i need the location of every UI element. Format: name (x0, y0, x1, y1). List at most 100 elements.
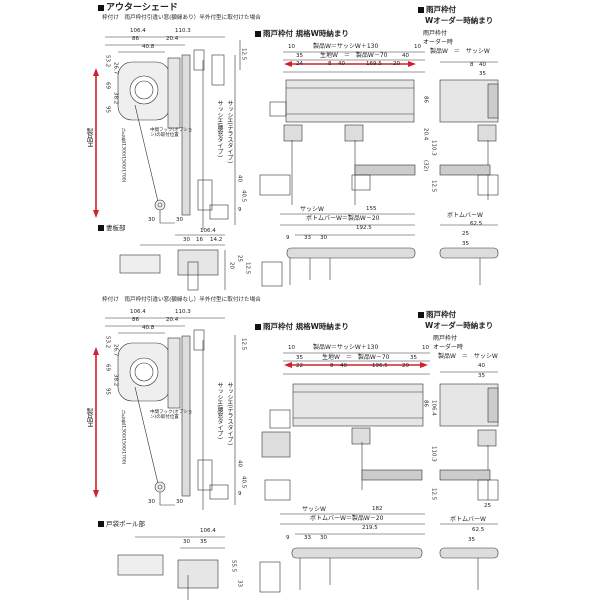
sash-h-koshi: サッシH(腰窓タイプ) (216, 100, 223, 158)
bl-dim-106-4: 106.4 (130, 309, 146, 315)
sash-h-terrace: サッシH(テラスタイプ) (226, 100, 233, 164)
dim-top-95: 95 (104, 106, 111, 113)
tb-dim-106-4: 106.4 (200, 528, 216, 534)
br-dim-62-5: 62.5 (472, 527, 485, 533)
bl-dim-12-5: 12.5 (240, 338, 247, 351)
bl-dim-95: 95 (104, 388, 111, 395)
bottom-mid-bottom-bar: ボトムバーW＝製品W－20 (310, 515, 384, 522)
bl-dim-110-3: 110.3 (175, 309, 191, 315)
tm-dim-40: 40 (338, 61, 345, 67)
sash-h-koshi-bottom: サッシH(腰窓タイプ) (216, 382, 223, 440)
bottom-left-section-drawing (105, 317, 236, 510)
kamachi-dim-12-5: 12.5 (244, 262, 251, 275)
dim-top-20-4: 20.4 (166, 36, 179, 42)
dim-top-106-4: 106.4 (130, 28, 146, 34)
tm-dim-155: 155 (366, 206, 377, 212)
tr-dim-35b: 35 (462, 241, 469, 247)
dim-top-9: 9 (238, 207, 242, 213)
tm-dim-9: 9 (286, 235, 290, 241)
bm-dim-22: 22 (296, 363, 303, 369)
bottom-mid-product-w: 製品W＝サッシW＋130 (313, 344, 379, 351)
tr-dim-110-3: 110.3 (430, 140, 437, 156)
mount-note-top: 枠付け 雨戸枠付引違い窓(額縁あり）半外付型に取付けた場合 (102, 15, 261, 21)
kamachi-dim-30: 30 (183, 237, 190, 243)
br-dim-25: 25 (484, 503, 491, 509)
bl-dim-40: 40 (236, 460, 243, 467)
tm-dim-169-5: 169.5 (366, 61, 382, 67)
top-mid-drawing (259, 51, 425, 287)
section-title: アウターシェード (98, 4, 178, 13)
tm-dim-192-5: 192.5 (356, 225, 372, 231)
dim-top-53-2: 53.2 (104, 55, 111, 68)
hook-note: 中間フック(オプション)の取付位置 (150, 128, 193, 139)
top-mid-gen-w: 生地W ＝ 製品W－70 (320, 52, 388, 59)
br-dim-40: 40 (478, 363, 485, 369)
br-dim-106-4: 106.4 (430, 400, 437, 416)
tm-dim-10b: 10 (414, 44, 421, 50)
sash-h-terrace-bottom: サッシH(テラスタイプ) (226, 382, 233, 446)
tobukuro-drawing (117, 536, 225, 600)
bm-dim-9: 9 (286, 535, 290, 541)
bottom-mid-title: 雨戸枠付 規格W時納まり (255, 323, 349, 331)
product-h-label: 製品H (86, 128, 94, 148)
tm-dim-30: 30 (320, 235, 327, 241)
bm-dim-219-5: 219.5 (362, 525, 378, 531)
kamachi-dim-16: 16 (196, 237, 203, 243)
bl-dim-30a: 30 (148, 499, 155, 505)
tm-dim-35: 35 (296, 53, 303, 59)
bottom-right-note1: 雨戸枠付 (433, 335, 458, 342)
bottom-mid-sash-w: サッシW (302, 506, 326, 513)
dim-top-26-7: 26.7 (112, 62, 119, 75)
red-arrows (93, 61, 428, 498)
top-right-title2: Wオーダー時納まり (425, 16, 494, 25)
tm-dim-40b: 40 (402, 53, 409, 59)
tm-dim-20: 20 (393, 61, 400, 67)
bm-dim-35: 35 (296, 355, 303, 361)
tr-dim-8: 8 (470, 62, 474, 68)
kamachi-dim-14-2: 14.2 (210, 237, 223, 243)
top-mid-bottom-bar: ボトムバーW＝製品W－20 (306, 215, 380, 222)
bl-dim-40-8: 40.8 (142, 325, 155, 331)
product-h-label-bottom: 製品H (86, 408, 94, 428)
bl-dim-26-7: 26.7 (112, 344, 119, 357)
bl-dim-30b: 30 (176, 499, 183, 505)
kamachi-dim-106-4: 106.4 (200, 228, 216, 234)
mount-note-bottom: 枠付け 雨戸枠付引違い窓(額縁なし）半外付型に取付けた場合 (102, 297, 261, 303)
bottom-right-title2: Wオーダー時納まり (425, 321, 494, 330)
dim-top-30a: 30 (148, 217, 155, 223)
br-dim-35: 35 (478, 373, 485, 379)
dim-top-40-8: 40.8 (142, 44, 155, 50)
tr-dim-35: 35 (479, 71, 486, 77)
top-right-note2: オーダー時 (423, 39, 454, 46)
top-right-bottom-bar: ボトムバーW (447, 212, 483, 219)
bm-dim-30: 30 (320, 535, 327, 541)
bl-dim-86: 86 (132, 317, 139, 323)
bl-dim-20-4: 20.4 (166, 317, 179, 323)
top-left-section-drawing (105, 36, 241, 230)
bm-dim-10b: 10 (422, 345, 429, 351)
dim-top-40-5: 40.5 (240, 190, 247, 203)
tr-dim-86: 86 (422, 96, 429, 103)
bottom-right-note3: 製品W ＝ サッシW (438, 353, 498, 360)
kamachi-dim-25: 25 (236, 255, 243, 262)
dim-top-38-2: 38.2 (112, 92, 119, 105)
tm-dim-10a: 10 (288, 44, 295, 50)
bm-dim-8: 8 (330, 363, 334, 369)
tb-dim-55-5: 55.5 (230, 560, 237, 573)
tr-dim-62-5: 62.5 (470, 221, 483, 227)
bottom-right-bottom-bar: ボトムバーW (450, 516, 486, 523)
strap-length-note: ひも長(1300/1500/1700) (120, 128, 126, 183)
br-dim-86: 86 (422, 400, 429, 407)
tm-dim-33: 33 (304, 235, 311, 241)
dim-top-69: 69 (104, 82, 111, 89)
bl-dim-9: 9 (238, 491, 242, 497)
tm-dim-24: 24 (296, 61, 303, 67)
tb-dim-33: 33 (236, 580, 243, 587)
bottom-right-note2: オーダー時 (433, 344, 464, 351)
bm-dim-10a: 10 (288, 345, 295, 351)
bm-dim-182: 182 (372, 506, 383, 512)
bl-dim-38-2: 38.2 (112, 374, 119, 387)
br-dim-35b: 35 (468, 537, 475, 543)
bottom-right-title1: 雨戸枠付 (418, 311, 456, 319)
